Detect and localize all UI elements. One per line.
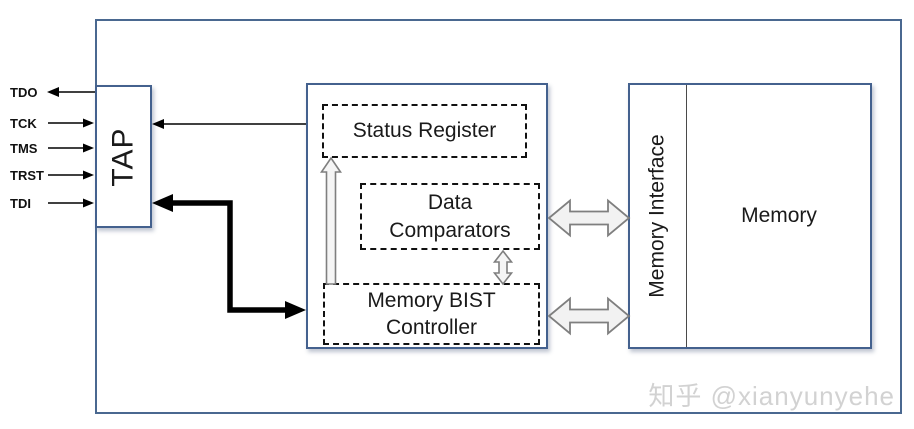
signal-label-tdi: TDI: [10, 195, 31, 211]
memory-block: Memory Interface Memory: [628, 83, 872, 349]
tap-block: TAP: [95, 85, 152, 228]
status-register-box: Status Register: [322, 104, 527, 158]
signal-label-tdo: TDO: [10, 84, 38, 100]
tms-arrow-icon: [48, 143, 94, 153]
status-register-label: Status Register: [352, 119, 497, 143]
signal-label-trst: TRST: [10, 167, 44, 183]
tap-block-label: TAP: [106, 126, 140, 187]
signal-label-tms: TMS: [10, 140, 38, 156]
signal-label-tck: TCK: [10, 115, 37, 131]
data-comparators-label: Data Comparators: [389, 191, 511, 242]
tck-arrow-icon: [48, 118, 94, 128]
memory-label: Memory: [741, 204, 817, 227]
memory-interface-label: Memory Interface: [646, 134, 670, 298]
watermark-text: 知乎 @xianyunyehe: [648, 381, 895, 411]
memory-interface-section: Memory Interface: [630, 85, 686, 347]
trst-arrow-icon: [48, 170, 94, 180]
memory-bist-controller-box: Memory BIST Controller: [323, 283, 540, 345]
memory-divider-line: [686, 85, 687, 347]
data-comparators-box: Data Comparators: [360, 183, 540, 250]
tdo-arrow-icon: [47, 87, 95, 97]
tdi-arrow-icon: [48, 198, 94, 208]
memory-bist-controller-label: Memory BIST Controller: [367, 288, 496, 339]
